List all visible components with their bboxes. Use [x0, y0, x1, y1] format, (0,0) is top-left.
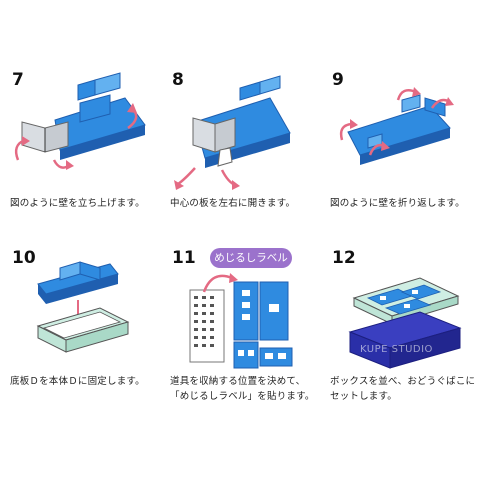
- label-badge: めじるしラベル: [210, 248, 292, 268]
- step-number: 8: [172, 70, 184, 90]
- step-caption: 図のように壁を折り返します。: [330, 198, 465, 209]
- step-9-illustration: [339, 87, 454, 165]
- step-7-illustration: [14, 72, 146, 170]
- step-8-panel: 8 中心の板を左右に開きます。: [160, 0, 320, 240]
- step-number: 7: [12, 70, 24, 90]
- step-10-panel: 10 底板Ｄを本体Ｄに固定します。: [0, 240, 160, 480]
- step-11-panel: 11 道具を収納する位置を決めて、 「めじるしラベル」を貼ります。: [160, 240, 320, 480]
- step-9-panel: 9 図のように壁を折り返します。: [320, 0, 480, 240]
- step-number: 12: [332, 248, 356, 268]
- step-caption: 底板Ｄを本体Ｄに固定します。: [10, 376, 145, 387]
- step-7-panel: 7 図のように壁を立ち上げます。: [0, 0, 160, 240]
- caption-line-2: 「めじるしラベル」を貼ります。: [170, 391, 315, 402]
- step-8-illustration: [174, 75, 291, 190]
- watermark: KUPE STUDIO: [360, 344, 433, 355]
- caption-line-1: ボックスを並べ、おどうぐばこに: [330, 376, 476, 387]
- step-number: 10: [12, 248, 36, 268]
- step-number: 9: [332, 70, 344, 90]
- step-10-illustration: [36, 261, 130, 353]
- step-11-illustration: [189, 273, 293, 369]
- step-12-illustration: [348, 277, 462, 369]
- caption-line-2: セットします。: [330, 391, 397, 402]
- step-caption: ボックスを並べ、おどうぐばこに セットします。: [330, 374, 476, 404]
- step-12-panel: 12 KUPE STUDIO ボックスを並べ、おどうぐばこに セットします。: [320, 240, 480, 480]
- caption-line-1: 道具を収納する位置を決めて、: [170, 376, 306, 387]
- step-caption: 道具を収納する位置を決めて、 「めじるしラベル」を貼ります。: [170, 374, 316, 404]
- step-caption: 図のように壁を立ち上げます。: [10, 198, 145, 209]
- step-number: 11: [172, 248, 196, 268]
- step-caption: 中心の板を左右に開きます。: [170, 198, 296, 209]
